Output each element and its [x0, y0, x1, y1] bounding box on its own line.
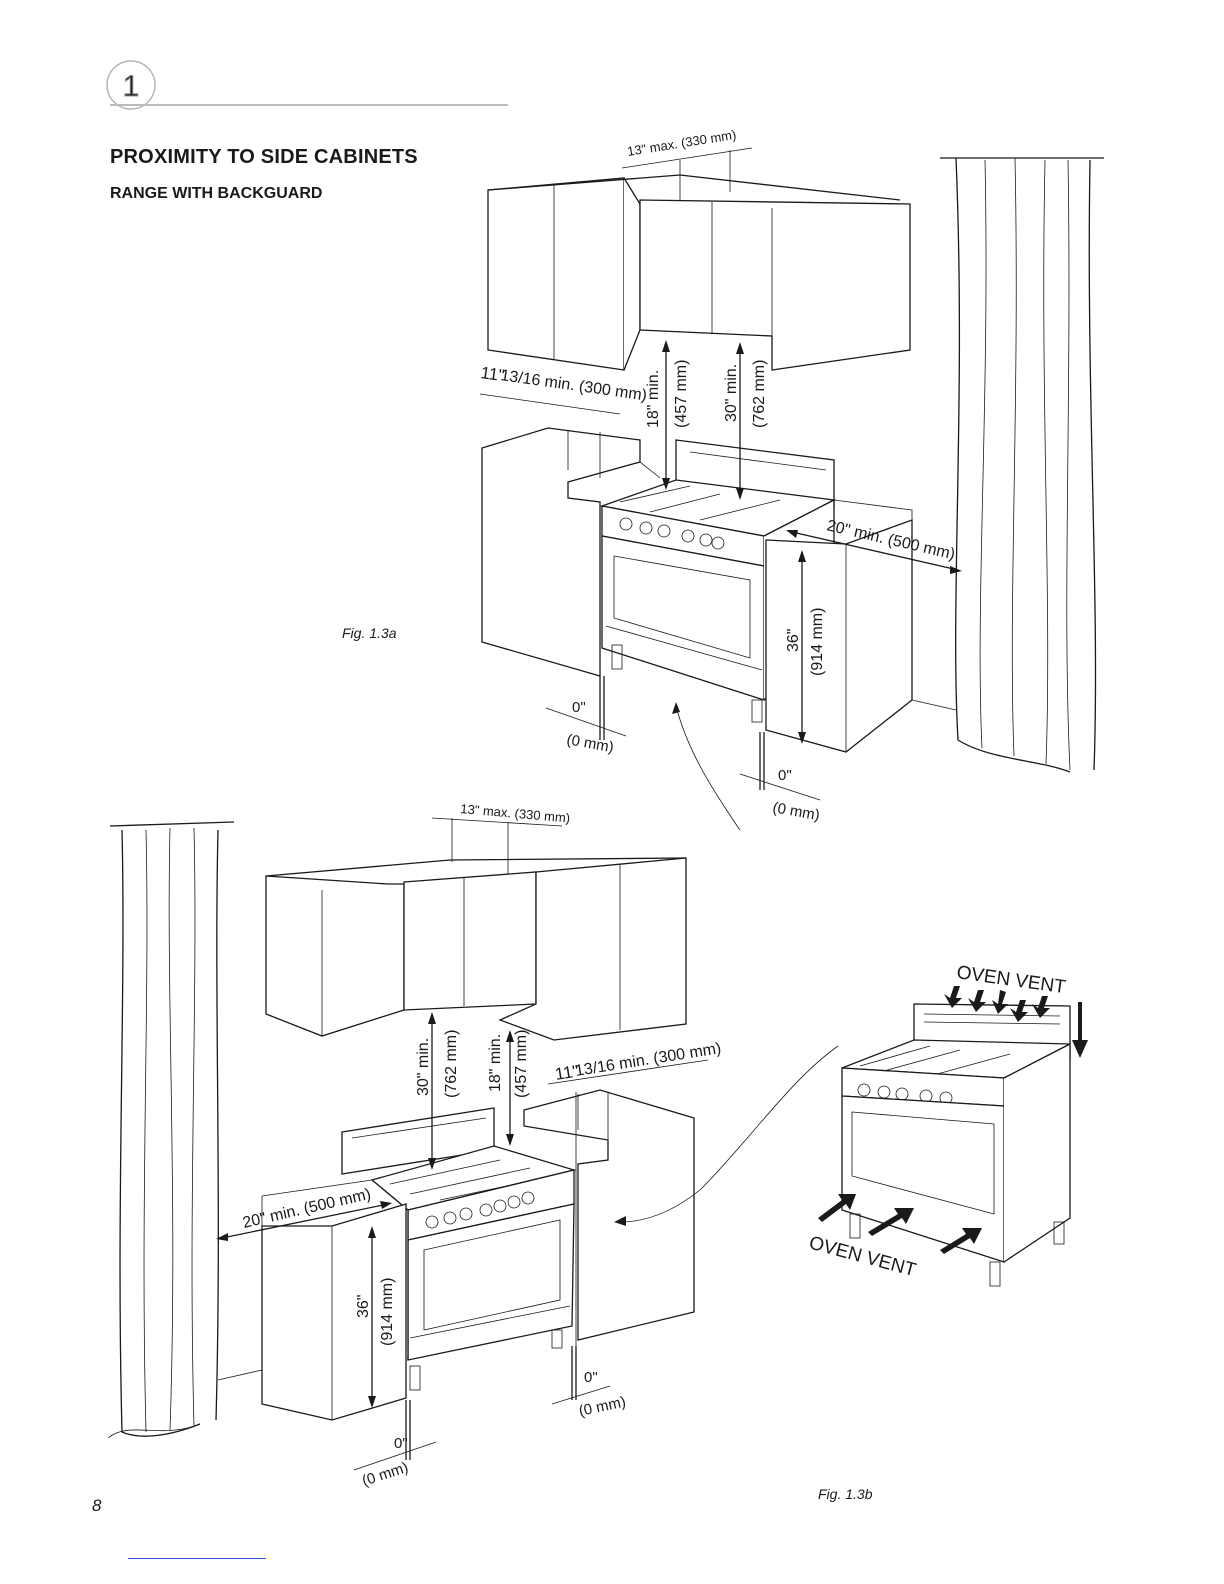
page-number: 8: [92, 1496, 102, 1515]
chapter-number: 1: [123, 70, 140, 103]
oven-vent-label-bottom: OVEN VENT: [807, 1233, 919, 1282]
dim-side-clearance-b-frac: 13/16 min. (300 mm): [574, 1040, 722, 1080]
dim-18-a-in: 18" min.: [645, 370, 662, 428]
dim-36-b-in: 36": [355, 1295, 372, 1318]
dim-hood-width-b: 13" max. (330 mm): [431, 801, 571, 874]
vent-arrows: [818, 986, 1088, 1254]
dim-30-b-mm: (762 mm): [443, 1030, 460, 1098]
dim-zero-right-b-mm: (0 mm): [577, 1393, 627, 1420]
figure-1-3a-caption: Fig. 1.3a: [342, 625, 397, 641]
dim-18-a-mm: (457 mm): [673, 360, 690, 428]
dim-lines-b: [216, 1012, 839, 1471]
header-rule: [110, 104, 508, 106]
dim-zero-left-b-in: 0": [394, 1435, 408, 1452]
dim-zero-right-a-in: 0": [778, 767, 792, 784]
dim-18-b-in: 18" min.: [487, 1034, 504, 1092]
wall-cabinets-b: [265, 857, 687, 1041]
curtain-left: [107, 821, 235, 1439]
dim-side-clearance-a-in: 11": [479, 363, 505, 385]
dim-30-a-mm: (762 mm): [751, 360, 768, 428]
dim-30-a-in: 30" min.: [723, 364, 740, 422]
dim-hood-width-label-b: 13" max. (330 mm): [460, 801, 571, 826]
figure-1-3b-caption: Fig. 1.3b: [818, 1486, 873, 1502]
dim-zero-left-b-mm: (0 mm): [360, 1459, 410, 1490]
chapter-number-badge: 1: [106, 60, 156, 110]
section-subtitle: RANGE WITH BACKGUARD: [110, 185, 323, 202]
right-base-cabinet-b: [523, 1059, 709, 1341]
dim-36-b-mm: (914 mm): [379, 1278, 396, 1346]
dim-zero-left-a-in: 0": [572, 699, 586, 716]
figure-1-3a-illustration: 13" max. (330 mm): [479, 127, 1104, 830]
oven-vent-label-top: OVEN VENT: [955, 962, 1067, 998]
wall-cabinets-a: [487, 174, 911, 371]
section-title: PROXIMITY TO SIDE CABINETS: [110, 146, 418, 168]
curtain-right: [940, 157, 1104, 773]
dim-side-clearance-b-in: 11": [554, 1061, 580, 1083]
dim-30-b-in: 30" min.: [415, 1038, 432, 1096]
vent-detail-range: [841, 1003, 1071, 1287]
left-base-cabinet-a: [479, 393, 661, 677]
dim-lines-a: [545, 340, 962, 830]
dim-36-a-in: 36": [785, 629, 802, 652]
footer-rule: [128, 1558, 266, 1559]
dim-zero-right-b-in: 0": [584, 1369, 598, 1386]
dim-18-b-mm: (457 mm): [513, 1030, 530, 1098]
dim-36-a-mm: (914 mm): [809, 608, 826, 676]
left-base-cabinet-b: [217, 1179, 407, 1421]
